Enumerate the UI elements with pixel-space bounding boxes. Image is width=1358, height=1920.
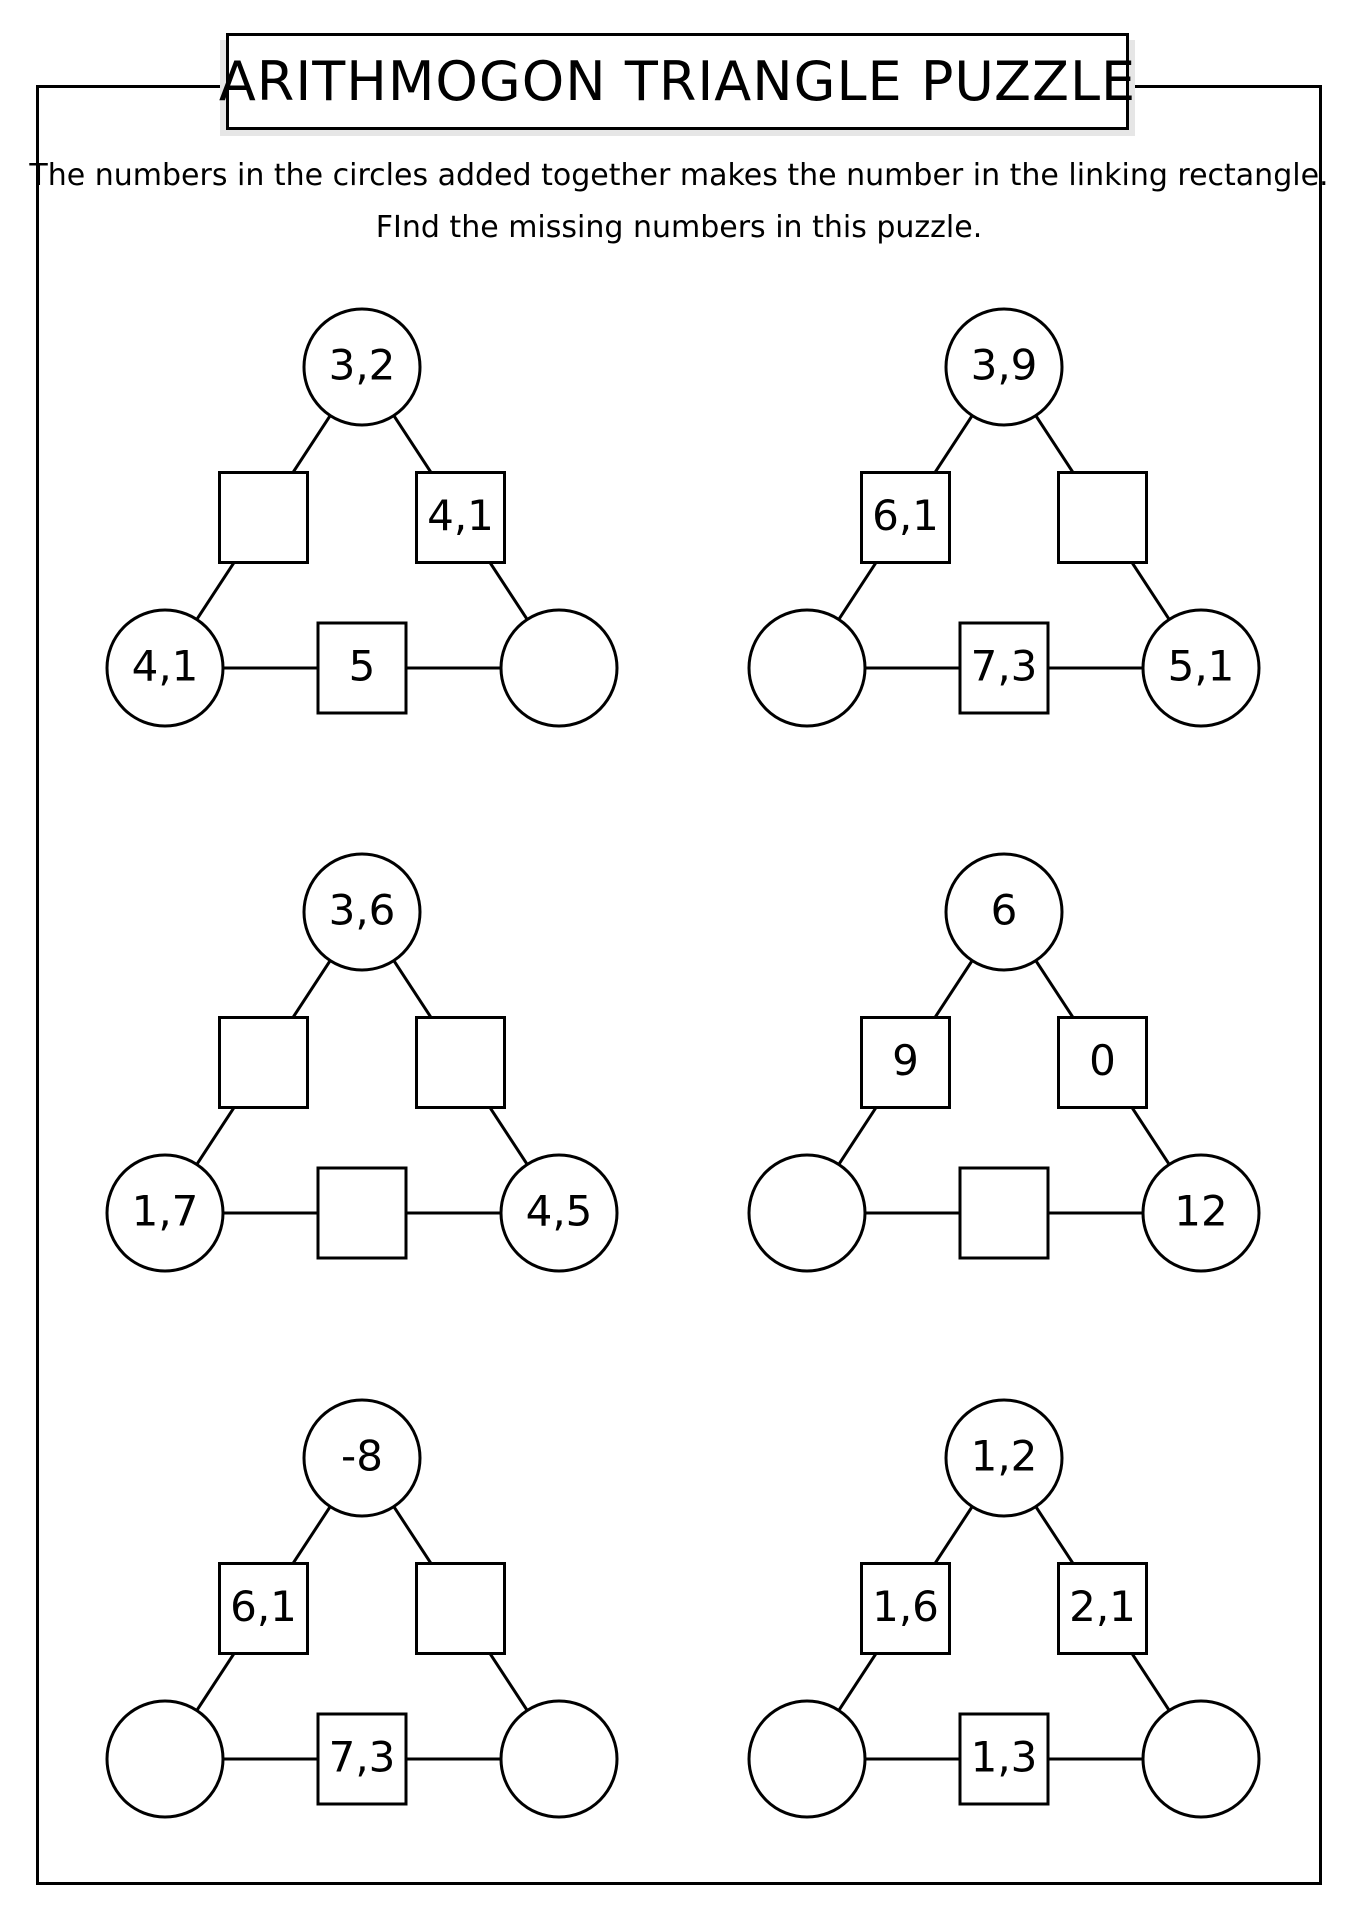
puzzle-2-right-circle[interactable] <box>1141 608 1261 728</box>
puzzle-4-right-circle[interactable] <box>1141 1153 1261 1273</box>
puzzle-5-top-circle-value: -8 <box>341 1432 383 1481</box>
puzzle-4-right-circle-value: 12 <box>1174 1187 1227 1236</box>
instruction-line-1: The numbers in the circles added togethe… <box>29 158 1329 193</box>
puzzle-5-left-box-value: 6,1 <box>230 1582 297 1631</box>
puzzle-4-left-box-value: 9 <box>892 1036 919 1085</box>
puzzle-6-right-box-value: 2,1 <box>1069 1582 1136 1631</box>
puzzle-4-right-box[interactable] <box>1057 1016 1148 1109</box>
puzzle-2-right-circle-value: 5,1 <box>1168 642 1235 691</box>
puzzle-6-right-box[interactable] <box>1057 1562 1148 1655</box>
puzzle-6-top-circle[interactable] <box>944 1398 1064 1518</box>
puzzle-3-right-circle[interactable] <box>499 1153 619 1273</box>
puzzle-5-right-circle[interactable] <box>499 1699 619 1819</box>
puzzle-5-bottom-box[interactable] <box>316 1712 408 1806</box>
puzzle-2-right-box[interactable] <box>1057 471 1148 564</box>
puzzle-2-left-box[interactable] <box>860 471 951 564</box>
page-title: ARITHMOGON TRIANGLE PUZZLE <box>218 50 1137 113</box>
puzzle-5-left-circle[interactable] <box>105 1699 225 1819</box>
puzzle-1-right-box-value: 4,1 <box>427 491 494 540</box>
puzzle-4-bottom-box[interactable] <box>958 1166 1050 1260</box>
instruction-line-2: FInd the missing numbers in this puzzle. <box>375 210 983 245</box>
puzzle-2-left-box-value: 6,1 <box>872 491 939 540</box>
puzzle-2-bottom-box[interactable] <box>958 621 1050 715</box>
puzzle-5-left-box[interactable] <box>218 1562 309 1655</box>
puzzle-2-top-circle[interactable] <box>944 307 1064 427</box>
puzzle-1-right-box[interactable] <box>415 471 506 564</box>
puzzle-6-left-box-value: 1,6 <box>872 1582 939 1631</box>
puzzle-4-left-box[interactable] <box>860 1016 951 1109</box>
puzzle-6-bottom-box-value: 1,3 <box>971 1733 1038 1782</box>
puzzle-3-bottom-box[interactable] <box>316 1166 408 1260</box>
puzzle-1-top-circle-value: 3,2 <box>329 341 396 390</box>
puzzle-3-left-box[interactable] <box>218 1016 309 1109</box>
puzzle-2-top-circle-value: 3,9 <box>971 341 1038 390</box>
puzzle-5-bottom-box-value: 7,3 <box>329 1733 396 1782</box>
puzzle-6-bottom-box[interactable] <box>958 1712 1050 1806</box>
puzzle-3-right-circle-value: 4,5 <box>526 1187 593 1236</box>
puzzle-1-left-box[interactable] <box>218 471 309 564</box>
title-box: ARITHMOGON TRIANGLE PUZZLE <box>219 33 1135 130</box>
puzzle-5-top-circle[interactable] <box>302 1398 422 1518</box>
puzzle-3-left-circle-value: 1,7 <box>132 1187 199 1236</box>
puzzle-6-left-box[interactable] <box>860 1562 951 1655</box>
puzzle-1-left-circle-value: 4,1 <box>132 642 199 691</box>
puzzle-3-left-circle[interactable] <box>105 1153 225 1273</box>
puzzle-6-left-circle[interactable] <box>747 1699 867 1819</box>
puzzle-2-bottom-box-value: 7,3 <box>971 642 1038 691</box>
puzzle-4-top-circle-value: 6 <box>991 886 1018 935</box>
puzzle-2-left-circle[interactable] <box>747 608 867 728</box>
puzzle-6-right-circle[interactable] <box>1141 1699 1261 1819</box>
puzzle-3-top-circle-value: 3,6 <box>329 886 396 935</box>
puzzle-4-right-box-value: 0 <box>1089 1036 1116 1085</box>
puzzle-1-left-circle[interactable] <box>105 608 225 728</box>
puzzle-6-top-circle-value: 1,2 <box>971 1432 1038 1481</box>
puzzle-5-right-box[interactable] <box>415 1562 506 1655</box>
puzzle-3-right-box[interactable] <box>415 1016 506 1109</box>
puzzle-4-top-circle[interactable] <box>944 852 1064 972</box>
puzzle-1-bottom-box[interactable] <box>316 621 408 715</box>
puzzle-1-right-circle[interactable] <box>499 608 619 728</box>
puzzle-3-top-circle[interactable] <box>302 852 422 972</box>
puzzle-4-left-circle[interactable] <box>747 1153 867 1273</box>
puzzle-1-top-circle[interactable] <box>302 307 422 427</box>
puzzle-1-bottom-box-value: 5 <box>349 642 376 691</box>
